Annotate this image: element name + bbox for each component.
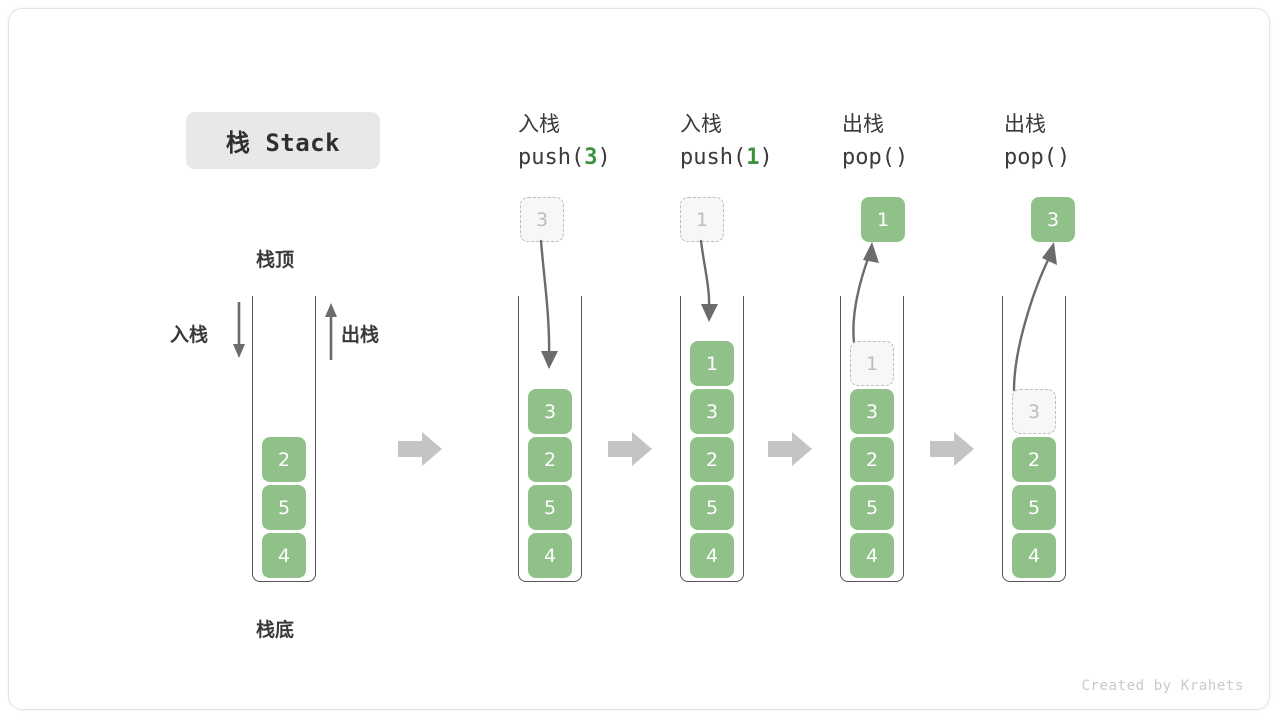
stack-after-push-3: 4 5 2 3 bbox=[518, 296, 582, 582]
operation-label-code: push(3) bbox=[518, 141, 611, 175]
operation-header-push-1: 入栈 push(1) bbox=[680, 108, 773, 175]
stack-cell: 5 bbox=[1012, 485, 1056, 530]
code-prefix: push( bbox=[680, 144, 747, 170]
credit-text: Created by Krahets bbox=[1081, 678, 1244, 694]
code-suffix: ) bbox=[894, 144, 909, 170]
popped-box-3: 3 bbox=[1031, 197, 1075, 242]
code-suffix: ) bbox=[759, 144, 773, 170]
stack-cell: 2 bbox=[1012, 437, 1056, 482]
stack-cells: 4 5 2 3 bbox=[528, 386, 572, 578]
stack-cell: 5 bbox=[262, 485, 306, 530]
stack-cell: 3 bbox=[850, 389, 894, 434]
stack-cell: 3 bbox=[690, 389, 734, 434]
operation-label-cn: 入栈 bbox=[680, 112, 722, 136]
stack-cells: 4 5 2 3 1 bbox=[690, 338, 734, 578]
code-value: 3 bbox=[584, 144, 598, 170]
stack-after-pop-1: 4 5 2 3 1 bbox=[840, 296, 904, 582]
stack-after-push-1: 4 5 2 3 1 bbox=[680, 296, 744, 582]
operation-label-cn: 入栈 bbox=[518, 112, 560, 136]
stack-cell: 4 bbox=[528, 533, 572, 578]
stack-cell: 5 bbox=[850, 485, 894, 530]
stack-cell: 3 bbox=[528, 389, 572, 434]
operation-header-pop-3: 出栈 pop() bbox=[1004, 108, 1070, 175]
operation-header-push-3: 入栈 push(3) bbox=[518, 108, 611, 175]
stack-cell: 4 bbox=[262, 533, 306, 578]
code-suffix: ) bbox=[597, 144, 611, 170]
stack-tube bbox=[680, 296, 744, 582]
code-suffix: ) bbox=[1056, 144, 1071, 170]
pending-push-box-3: 3 bbox=[520, 197, 564, 242]
stack-cells: 4 5 2 3 1 bbox=[850, 338, 894, 578]
operation-label-cn: 出栈 bbox=[1004, 112, 1046, 136]
stack-cell: 2 bbox=[262, 437, 306, 482]
stack-tube bbox=[1002, 296, 1066, 582]
pending-push-box-1: 1 bbox=[680, 197, 724, 242]
stack-cell: 5 bbox=[528, 485, 572, 530]
stack-cell: 5 bbox=[690, 485, 734, 530]
code-value: 1 bbox=[746, 144, 760, 170]
push-direction-label: 入栈 bbox=[170, 324, 209, 346]
stack-tube bbox=[252, 296, 316, 582]
stack-initial: 4 5 2 bbox=[252, 296, 316, 582]
stack-cell: 2 bbox=[690, 437, 734, 482]
pop-direction-arrow-icon bbox=[325, 303, 337, 360]
operation-label-cn: 出栈 bbox=[842, 112, 884, 136]
push-direction-arrow-icon bbox=[233, 302, 245, 358]
transition-arrow-icon bbox=[398, 432, 442, 466]
operation-header-pop-1: 出栈 pop() bbox=[842, 108, 908, 175]
stack-cell-removed: 3 bbox=[1012, 389, 1056, 434]
stack-cells: 4 5 2 3 bbox=[1012, 386, 1056, 578]
stack-top-label: 栈顶 bbox=[256, 249, 295, 271]
operation-label-code: push(1) bbox=[680, 141, 773, 175]
transition-arrow-icon bbox=[930, 432, 974, 466]
stack-after-pop-3: 4 5 2 3 bbox=[1002, 296, 1066, 582]
stack-cell: 2 bbox=[528, 437, 572, 482]
stack-cell: 4 bbox=[1012, 533, 1056, 578]
stack-tube bbox=[840, 296, 904, 582]
code-prefix: pop( bbox=[1004, 144, 1057, 170]
code-prefix: push( bbox=[518, 144, 585, 170]
stack-cell: 1 bbox=[690, 341, 734, 386]
stack-cells: 4 5 2 bbox=[262, 434, 306, 578]
stack-cell: 4 bbox=[690, 533, 734, 578]
code-prefix: pop( bbox=[842, 144, 895, 170]
transition-arrow-icon bbox=[608, 432, 652, 466]
popped-box-1: 1 bbox=[861, 197, 905, 242]
stack-cell: 4 bbox=[850, 533, 894, 578]
stack-cell-removed: 1 bbox=[850, 341, 894, 386]
operation-label-code: pop() bbox=[1004, 141, 1070, 175]
stack-cell: 2 bbox=[850, 437, 894, 482]
pop-direction-label: 出栈 bbox=[341, 324, 380, 346]
diagram-title-chip: 栈 Stack bbox=[186, 112, 380, 169]
transition-arrow-icon bbox=[768, 432, 812, 466]
stack-bottom-label: 栈底 bbox=[256, 619, 295, 641]
stack-tube bbox=[518, 296, 582, 582]
operation-label-code: pop() bbox=[842, 141, 908, 175]
